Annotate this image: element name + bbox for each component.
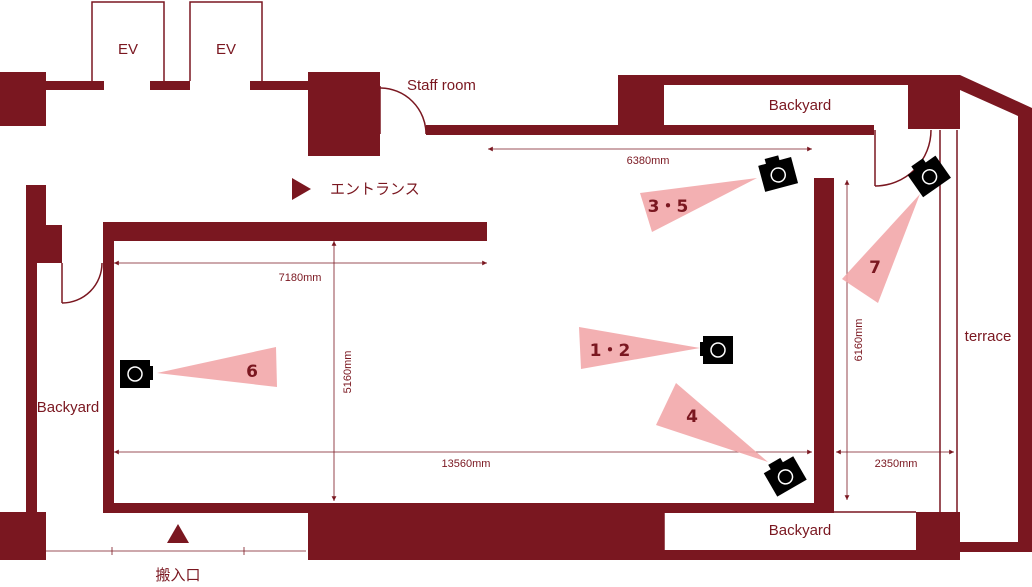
backyard-bottom-label: Backyard (769, 522, 832, 539)
walls (0, 1, 1032, 560)
camera-label-3-5: 3・5 (648, 197, 689, 217)
entrance-label: エントランス (330, 181, 420, 198)
camera-cone-3-5 (640, 178, 757, 232)
camera-icon-7 (907, 155, 951, 198)
camera-cone-4 (656, 383, 768, 462)
staff-room-label: Staff room (407, 77, 476, 94)
camera-cone-7 (842, 194, 920, 303)
camera-icon-4 (763, 456, 807, 497)
terrace-label: terrace (965, 328, 1012, 345)
camera-label-4: 4 (686, 407, 698, 427)
camera-icon-3-5 (758, 155, 799, 192)
backyard-left-label: Backyard (37, 399, 100, 416)
dimension-6380: 6380mm (627, 155, 670, 167)
loading-arrow-icon (167, 524, 189, 543)
dimension-6160: 6160mm (853, 319, 865, 362)
camera-icon-6 (120, 360, 153, 388)
camera-cone-6 (157, 347, 277, 387)
dimension-2350: 2350mm (875, 458, 918, 470)
camera-label-6: 6 (246, 362, 258, 382)
dimension-13560: 13560mm (442, 458, 491, 470)
entrance-arrow-icon (292, 178, 311, 200)
dimension-5160: 5160mm (342, 351, 354, 394)
backyard-top-label: Backyard (769, 97, 832, 114)
dimension-7180: 7180mm (279, 272, 322, 284)
camera-cone-1-2 (579, 327, 700, 369)
loading-entrance-label: 搬入口 (155, 567, 200, 584)
camera-label-7: 7 (869, 258, 881, 278)
camera-icon-1-2 (700, 336, 733, 364)
ev-right-label: EV (216, 41, 236, 58)
ev-left-label: EV (118, 41, 138, 58)
camera-label-1-2: 1・2 (590, 341, 631, 361)
dimension-lines (46, 146, 954, 555)
